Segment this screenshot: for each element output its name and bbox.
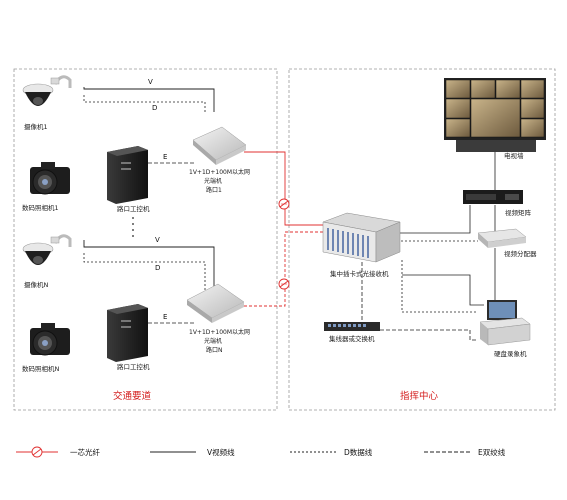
optical-1-line2: 光端机: [204, 177, 222, 185]
lines-intersection-n: [83, 240, 215, 324]
legend: 一芯光纤 V视频线 D数据线 E双绞线: [16, 446, 506, 458]
optical-1-line3: 路口1: [206, 186, 222, 194]
legend-fiber-label: 一芯光纤: [70, 447, 100, 457]
digital-camera-n-label: 数码照相机N: [22, 364, 60, 373]
industrial-pc-n-icon: [107, 304, 148, 362]
optical-transceiver-1-icon: [192, 126, 247, 165]
tv-wall-icon: [444, 78, 546, 152]
optical-n-line1: 1V+1D+100M以太网: [189, 328, 250, 336]
fiber-marker-n: [278, 278, 290, 290]
video-distributor-label: 视频分配器: [504, 249, 537, 258]
zone-right-frame: [288, 68, 556, 411]
pc-1-label: 路口工控机: [117, 204, 150, 213]
switch-label: 集线器或交换机: [329, 334, 375, 343]
fiber-marker-1: [278, 198, 290, 210]
tv-wall-label: 电视墙: [504, 151, 524, 160]
label-d-n: D: [155, 264, 160, 272]
industrial-pc-1-icon: [107, 146, 148, 204]
label-v-1: V: [148, 78, 153, 86]
legend-data-label: D数据线: [344, 447, 373, 457]
lines-command-center: [361, 152, 496, 341]
zone-left-frame: [13, 68, 278, 411]
video-matrix-label: 视频矩阵: [505, 208, 532, 217]
label-e-1: E: [163, 153, 167, 161]
dome-camera-1-icon: [22, 75, 72, 106]
ellipsis-dots: [132, 217, 134, 237]
optical-n-line2: 光端机: [204, 337, 222, 345]
camera-1-label: 摄像机1: [24, 122, 48, 131]
digital-camera-1-icon: [30, 162, 70, 195]
optical-n-line3: 路口N: [206, 346, 223, 354]
label-d-1: D: [152, 104, 157, 112]
label-e-n: E: [163, 313, 167, 321]
fiber-lines: [244, 151, 323, 307]
dvr-label: 硬盘录象机: [494, 349, 527, 358]
legend-twisted-label: E双绞线: [478, 447, 506, 457]
optical-receiver-icon: [322, 212, 401, 263]
video-distributor-icon: [477, 228, 527, 248]
zone-left-title: 交通要道: [113, 390, 152, 402]
legend-video-label: V视频线: [207, 447, 235, 457]
lines-intersection-1: [83, 87, 215, 164]
pc-n-label: 路口工控机: [117, 362, 150, 371]
dome-camera-n-icon: [22, 234, 72, 265]
optical-transceiver-n-icon: [186, 283, 245, 323]
dvr-icon: [479, 300, 531, 346]
switch-icon: [324, 322, 380, 331]
digital-camera-n-icon: [30, 323, 70, 356]
receiver-label: 集中插卡式光接收机: [330, 269, 389, 278]
digital-camera-1-label: 数码照相机1: [22, 203, 59, 212]
legend-fiber-symbol: [16, 446, 58, 458]
video-matrix-icon: [463, 190, 523, 204]
label-v-n: V: [155, 236, 160, 244]
camera-n-label: 摄像机N: [24, 280, 49, 289]
zone-right-title: 指挥中心: [400, 390, 439, 402]
optical-1-line1: 1V+1D+100M以太网: [189, 168, 250, 176]
